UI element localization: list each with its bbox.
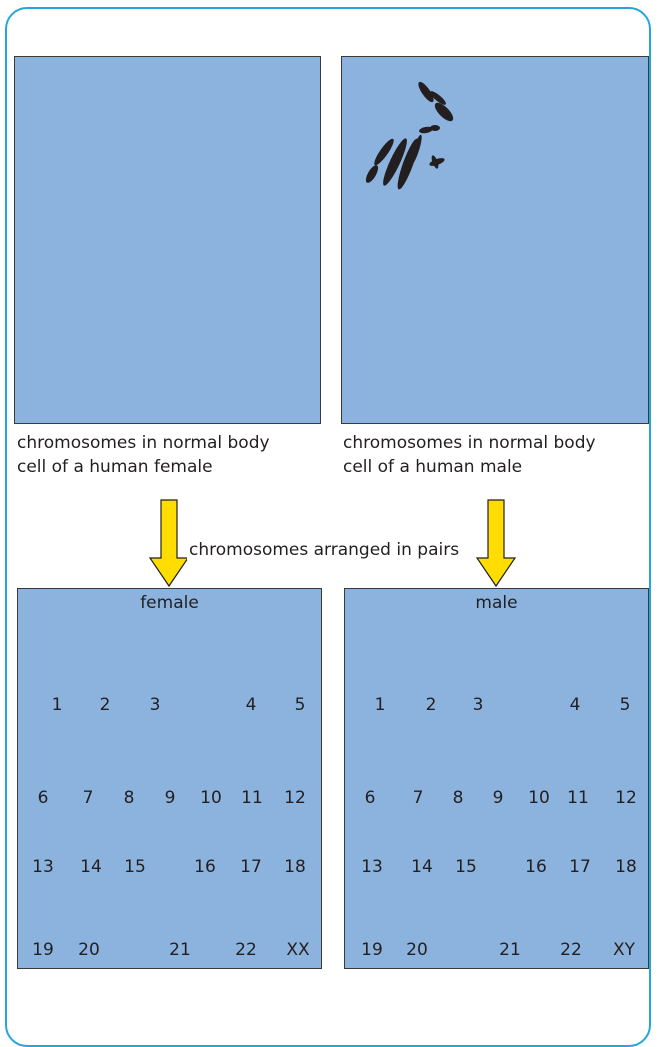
female-cell-panel xyxy=(14,56,321,424)
female-pair-label-4: 4 xyxy=(231,695,271,715)
male-pair-label-22: 22 xyxy=(551,940,591,960)
female-pair-label-2: 2 xyxy=(85,695,125,715)
male-pair-label-4: 4 xyxy=(555,695,595,715)
male-caption-line-2: cell of a human male xyxy=(343,455,596,479)
male-pair-label-14: 14 xyxy=(402,857,442,877)
female-pair-label-3: 3 xyxy=(135,695,175,715)
female-caption-line-2: cell of a human female xyxy=(17,455,270,479)
right-down-arrow xyxy=(475,500,517,588)
male-pair-label-5: 5 xyxy=(605,695,645,715)
female-pair-label-17: 17 xyxy=(231,857,271,877)
female-pair-label-20: 20 xyxy=(69,940,109,960)
chromosomes-drawing xyxy=(340,80,460,200)
male-pair-label-18: 18 xyxy=(606,857,646,877)
male-karyotype-title: male xyxy=(345,593,648,613)
male-pair-label-6: 6 xyxy=(350,788,390,808)
left-down-arrow xyxy=(148,500,190,588)
arranged-in-pairs-label: chromosomes arranged in pairs xyxy=(187,540,461,560)
male-pair-label-9: 9 xyxy=(478,788,518,808)
male-pair-label-1: 1 xyxy=(360,695,400,715)
female-pair-label-13: 13 xyxy=(23,857,63,877)
female-pair-label-14: 14 xyxy=(71,857,111,877)
male-pair-label-19: 19 xyxy=(352,940,392,960)
female-karyotype-title: female xyxy=(18,593,321,613)
male-pair-label-15: 15 xyxy=(446,857,486,877)
male-pair-label-12: 12 xyxy=(606,788,646,808)
female-pair-label-7: 7 xyxy=(68,788,108,808)
male-pair-label-3: 3 xyxy=(458,695,498,715)
female-cell-caption: chromosomes in normal body cell of a hum… xyxy=(17,431,270,479)
male-pair-label-11: 11 xyxy=(558,788,598,808)
female-pair-label-6: 6 xyxy=(23,788,63,808)
female-pair-label-xx: XX xyxy=(278,940,318,960)
male-pair-label-20: 20 xyxy=(397,940,437,960)
male-pair-label-16: 16 xyxy=(516,857,556,877)
female-pair-label-9: 9 xyxy=(150,788,190,808)
female-pair-label-8: 8 xyxy=(109,788,149,808)
female-pair-label-18: 18 xyxy=(275,857,315,877)
female-pair-label-19: 19 xyxy=(23,940,63,960)
male-pair-label-10: 10 xyxy=(519,788,559,808)
male-pair-label-8: 8 xyxy=(438,788,478,808)
female-pair-label-22: 22 xyxy=(226,940,266,960)
male-pair-label-7: 7 xyxy=(398,788,438,808)
male-pair-label-2: 2 xyxy=(411,695,451,715)
female-pair-label-15: 15 xyxy=(115,857,155,877)
male-pair-label-21: 21 xyxy=(490,940,530,960)
female-pair-label-5: 5 xyxy=(280,695,320,715)
male-pair-label-xy: XY xyxy=(604,940,644,960)
female-pair-label-16: 16 xyxy=(185,857,225,877)
female-pair-label-11: 11 xyxy=(232,788,272,808)
female-caption-line-1: chromosomes in normal body xyxy=(17,431,270,455)
female-pair-label-10: 10 xyxy=(191,788,231,808)
male-cell-caption: chromosomes in normal body cell of a hum… xyxy=(343,431,596,479)
female-pair-label-12: 12 xyxy=(275,788,315,808)
male-caption-line-1: chromosomes in normal body xyxy=(343,431,596,455)
male-pair-label-17: 17 xyxy=(560,857,600,877)
female-pair-label-1: 1 xyxy=(37,695,77,715)
female-pair-label-21: 21 xyxy=(160,940,200,960)
male-pair-label-13: 13 xyxy=(352,857,392,877)
